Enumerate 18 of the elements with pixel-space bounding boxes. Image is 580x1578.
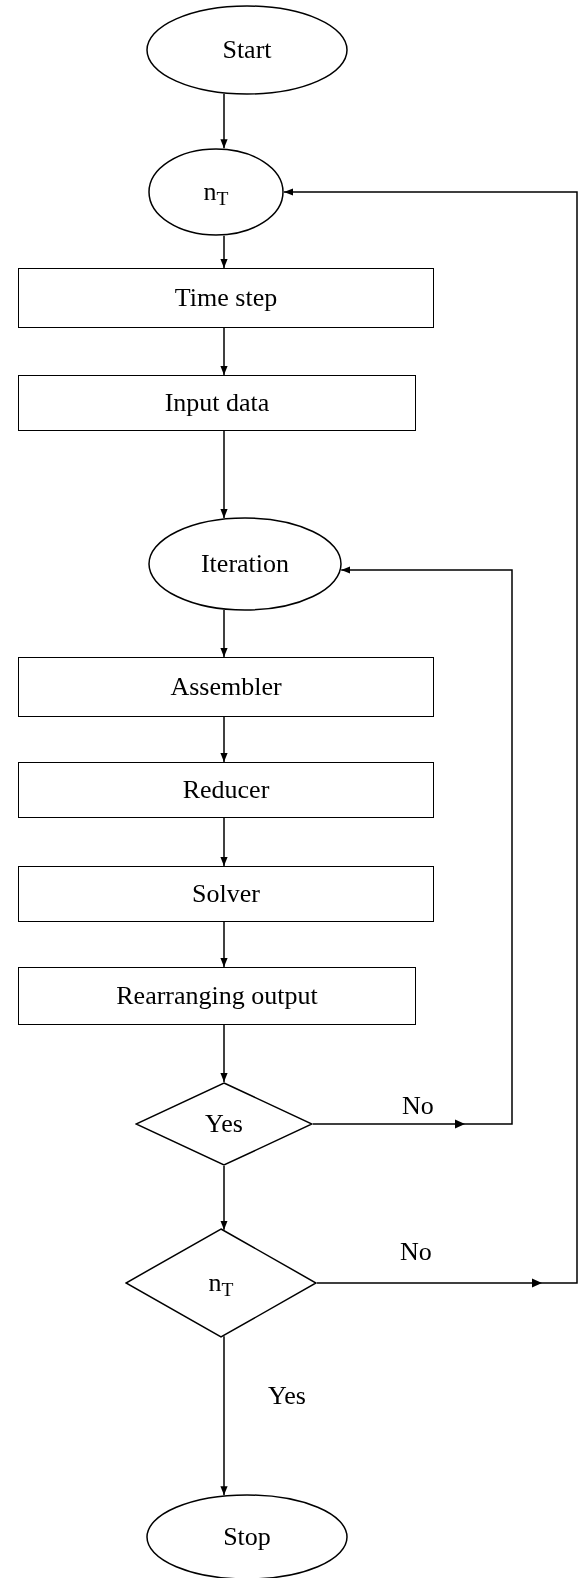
- node-text: Yes: [205, 1107, 243, 1140]
- process-box: [18, 967, 416, 1025]
- node-text: n$_{T}$: [203, 175, 229, 209]
- process-box: [18, 866, 434, 922]
- node-text: Solver: [192, 877, 260, 910]
- node-text: Stop: [223, 1520, 271, 1553]
- process-box: [18, 762, 434, 818]
- process-box: [18, 268, 434, 328]
- process-box: [18, 657, 434, 717]
- node-text: Assembler: [170, 670, 282, 703]
- node-text: Iteration: [200, 547, 290, 580]
- node-text: Time step: [174, 281, 278, 314]
- node-text: n$_{T}$: [208, 1266, 234, 1300]
- process-box: [18, 375, 416, 431]
- node-text: Reducer: [182, 773, 270, 806]
- node-text: Rearranging output: [116, 979, 318, 1012]
- node-text: Input data: [164, 386, 270, 419]
- node-text: Start: [222, 33, 272, 66]
